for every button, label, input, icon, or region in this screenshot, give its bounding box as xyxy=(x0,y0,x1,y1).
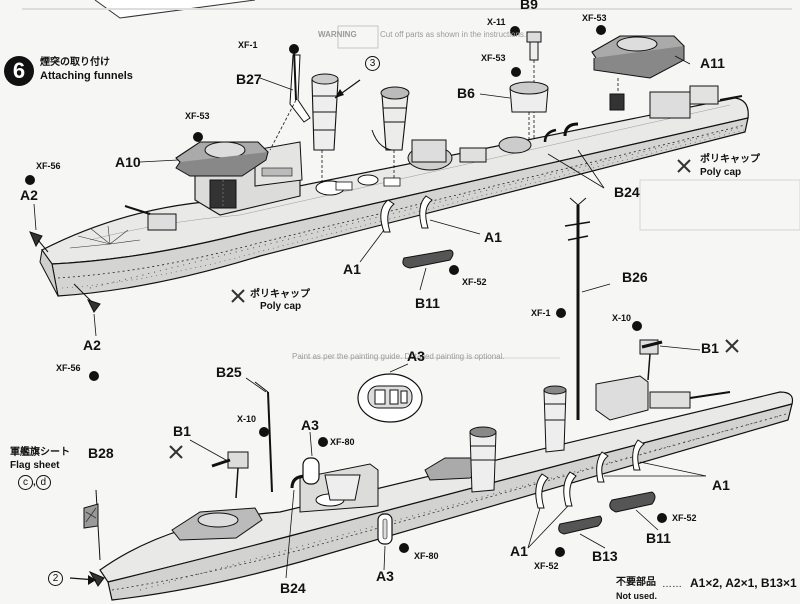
not-used-dots: …… xyxy=(662,579,682,590)
not-used-list: A1×2, A2×1, B13×1 xyxy=(690,576,797,590)
polycap-en-upper-right: Poly cap xyxy=(700,167,742,178)
paint-swatches xyxy=(25,25,667,557)
step-title-en: Attaching funnels xyxy=(40,70,133,82)
label-b26: B26 xyxy=(622,269,648,285)
label-a1-upper-left: A1 xyxy=(343,261,361,277)
label-b6: B6 xyxy=(457,85,475,101)
label-x10-right: X-10 xyxy=(612,313,632,323)
label-a10: A10 xyxy=(115,154,141,170)
part-b11-boat-upper xyxy=(402,249,454,269)
polycap-symbol-lower-right xyxy=(725,339,739,353)
label-xf52-upper: XF-52 xyxy=(462,277,487,287)
label-b9: B9 xyxy=(520,0,538,12)
leader-lines-upper xyxy=(33,55,691,337)
part-forward-funnel xyxy=(311,73,339,185)
label-b11-upper: B11 xyxy=(415,295,440,311)
label-xf53-mid: XF-53 xyxy=(481,53,506,63)
label-x11: X-11 xyxy=(487,17,506,27)
label-a3-left: A3 xyxy=(301,417,319,433)
label-a3-callout: A3 xyxy=(407,348,425,364)
label-b11-lower: B11 xyxy=(646,530,671,546)
bleed-box xyxy=(639,179,800,231)
step-number-badge: 6 xyxy=(4,56,34,86)
polycap-symbol-lower-left xyxy=(169,445,183,459)
polycap-en-upper-mid: Poly cap xyxy=(260,301,302,312)
label-b1-right: B1 xyxy=(701,340,719,356)
label-a1-upper-right: A1 xyxy=(484,229,502,245)
label-xf52-lower-right: XF-52 xyxy=(672,513,697,523)
part-b9 xyxy=(526,31,542,138)
label-a1-lower-right: A1 xyxy=(712,477,730,493)
polycap-symbol-upper-right xyxy=(677,159,691,173)
part-b27-mast xyxy=(269,49,311,151)
part-a2-anchor-upper xyxy=(29,231,101,313)
bleed-rule xyxy=(22,8,792,10)
flag-sheet-graphic xyxy=(83,489,101,561)
label-a1-lower-left: A1 xyxy=(510,543,528,559)
label-a11: A11 xyxy=(700,55,725,71)
label-xf1-lower: XF-1 xyxy=(531,308,551,318)
label-xf53-left: XF-53 xyxy=(185,111,210,121)
not-used-en: Not used. xyxy=(616,591,658,601)
part-b1-gun-lower-left xyxy=(211,451,249,499)
label-b24-lower: B24 xyxy=(280,580,306,596)
label-x10-left: X-10 xyxy=(237,414,257,424)
upper-ship-hull xyxy=(39,85,749,297)
label-a3-bottom: A3 xyxy=(376,568,394,584)
polycap-symbol-upper-mid xyxy=(231,289,245,303)
part-a3-left xyxy=(302,457,320,485)
part-b6 xyxy=(509,81,549,140)
flag-sheet-jp: 軍艦旗シート xyxy=(10,447,70,458)
polycap-jp-upper-right: ポリキャップ xyxy=(700,154,760,165)
label-xf80-bottom: XF-80 xyxy=(414,551,439,561)
flag-sheet-en: Flag sheet xyxy=(10,460,60,471)
part-a1-davits-lower xyxy=(535,439,645,509)
arrow-2-label: 2 xyxy=(48,571,63,586)
part-aft-funnel xyxy=(371,86,410,178)
arrow-3-label: 3 xyxy=(365,56,380,71)
part-a11-turret xyxy=(591,35,685,92)
part-b1-gun-lower-right xyxy=(639,339,663,381)
label-b27: B27 xyxy=(236,71,262,87)
label-xf56-top: XF-56 xyxy=(36,161,61,171)
lower-ship-hull xyxy=(88,197,794,601)
bleed-line-top: Cut off parts as shown in the instructio… xyxy=(380,30,527,39)
flag-sheet-codes: c,d xyxy=(18,475,51,490)
label-b1-left: B1 xyxy=(173,423,191,439)
not-used-jp: 不要部品 xyxy=(616,577,656,588)
label-a2-bottom: A2 xyxy=(83,337,101,353)
label-xf56-bottom: XF-56 xyxy=(56,363,81,373)
part-b11-boat-lower xyxy=(609,491,656,513)
label-b25: B25 xyxy=(216,364,242,380)
label-xf1-top: XF-1 xyxy=(238,40,258,50)
polycap-jp-upper-mid: ポリキャップ xyxy=(250,289,310,300)
label-a2-top: A2 xyxy=(20,187,38,203)
part-b13-boat xyxy=(558,515,603,535)
label-xf53-right: XF-53 xyxy=(582,13,607,23)
bleed-box xyxy=(337,25,379,49)
bleed-line-mid: Paint as per the painting guide. Detaile… xyxy=(292,352,505,361)
label-b28: B28 xyxy=(88,445,114,461)
label-xf80-top: XF-80 xyxy=(330,437,355,447)
step-title-jp: 煙突の取り付け xyxy=(40,57,110,68)
part-a1-davits-upper xyxy=(380,195,433,233)
leader-lines-lower xyxy=(189,283,707,579)
label-b13: B13 xyxy=(592,548,618,564)
part-a3-callout xyxy=(357,363,423,423)
bleed-warning: WARNING xyxy=(318,30,357,39)
label-b24-upper: B24 xyxy=(614,184,640,200)
part-a10-turret xyxy=(175,141,269,209)
label-xf52-lower: XF-52 xyxy=(534,561,559,571)
